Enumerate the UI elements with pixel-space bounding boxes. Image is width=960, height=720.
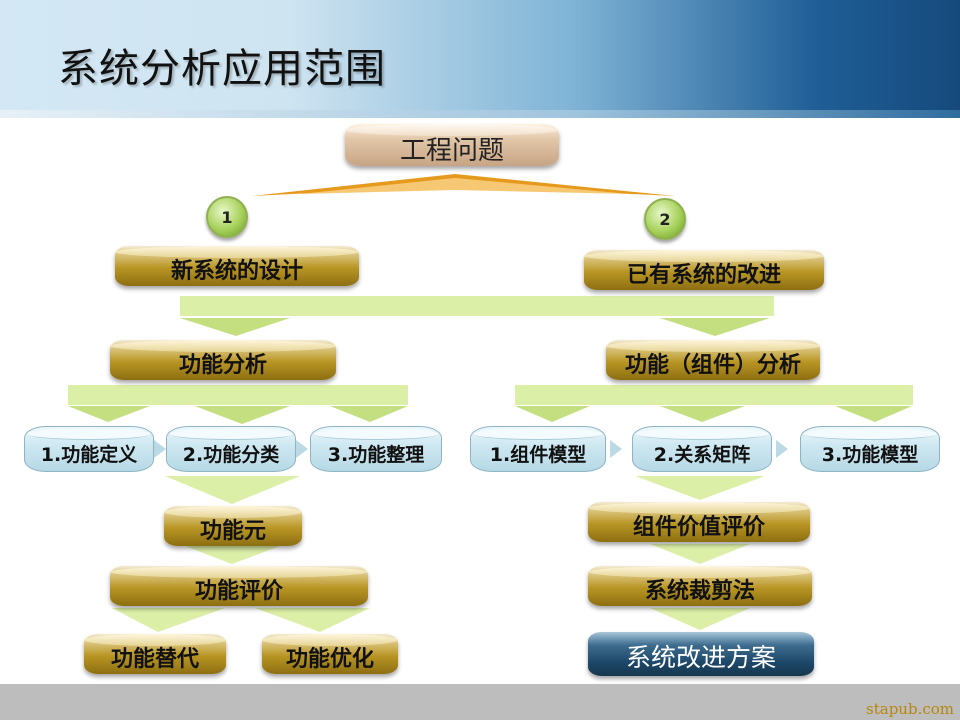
watermark: stapub.com bbox=[866, 700, 954, 718]
left-disk-organization: 3.功能整理 bbox=[310, 426, 442, 472]
function-element-label: 功能元 bbox=[199, 519, 266, 544]
left-disk-classification-label: 2.功能分类 bbox=[182, 443, 280, 466]
right-disk-function-model-label: 3.功能模型 bbox=[821, 443, 919, 466]
function-optimization-node: 功能优化 bbox=[262, 634, 398, 674]
right-disk-relation-matrix: 2.关系矩阵 bbox=[632, 426, 772, 472]
footer-bar bbox=[0, 684, 960, 720]
improvement-plan-node: 系统改进方案 bbox=[588, 632, 814, 676]
slide-title: 系统分析应用范围 bbox=[58, 46, 386, 92]
arrow-to-value-eval bbox=[635, 476, 765, 500]
arrow-to-trimming bbox=[650, 544, 750, 564]
function-analysis-label: 功能分析 bbox=[178, 353, 267, 378]
arrow-to-plan bbox=[650, 608, 750, 630]
component-value-evaluation-label: 组件价值评价 bbox=[632, 515, 765, 540]
function-replacement-label: 功能替代 bbox=[110, 647, 199, 672]
header-banner bbox=[0, 0, 960, 118]
header-stripe bbox=[0, 110, 960, 118]
top-connector-bar bbox=[180, 296, 774, 316]
split-arrow-highlight bbox=[300, 178, 630, 194]
system-trimming-label: 系统裁剪法 bbox=[644, 579, 755, 604]
arrow-to-func-analysis bbox=[180, 318, 290, 336]
improvement-plan-label: 系统改进方案 bbox=[625, 643, 776, 672]
engineering-problem-label: 工程问题 bbox=[399, 135, 504, 166]
function-element-node: 功能元 bbox=[164, 506, 302, 546]
chevron-right-1 bbox=[610, 440, 622, 458]
system-trimming-node: 系统裁剪法 bbox=[588, 566, 812, 606]
left-disk-organization-label: 3.功能整理 bbox=[327, 443, 425, 466]
component-value-evaluation-node: 组件价值评价 bbox=[588, 502, 810, 542]
right-disk-relation-matrix-label: 2.关系矩阵 bbox=[653, 443, 751, 466]
arrow-to-func-element bbox=[165, 476, 300, 504]
function-replacement-node: 功能替代 bbox=[84, 634, 226, 674]
function-evaluation-label: 功能评价 bbox=[194, 579, 283, 604]
badge-2: 2 bbox=[644, 198, 686, 240]
right-connector-bar bbox=[515, 385, 913, 405]
left-connector-bar bbox=[68, 385, 408, 405]
right-disk-function-model: 3.功能模型 bbox=[800, 426, 940, 472]
existing-system-improvement-node: 已有系统的改进 bbox=[584, 250, 824, 290]
function-optimization-label: 功能优化 bbox=[285, 647, 374, 672]
chevron-left-1 bbox=[154, 440, 166, 458]
arrow-to-component-analysis bbox=[660, 318, 770, 336]
left-disk-definition-label: 1.功能定义 bbox=[40, 443, 138, 466]
left-disk-classification: 2.功能分类 bbox=[166, 426, 296, 472]
arrow-left-disk-3 bbox=[330, 406, 408, 422]
existing-system-improvement-label: 已有系统的改进 bbox=[626, 263, 781, 288]
chevron-right-2 bbox=[776, 440, 788, 458]
chevron-left-2 bbox=[296, 440, 308, 458]
badge-1: 1 bbox=[206, 196, 248, 238]
arrow-right-disk-2 bbox=[660, 406, 745, 422]
engineering-problem-node: 工程问题 bbox=[345, 124, 559, 166]
right-disk-component-model: 1.组件模型 bbox=[470, 426, 606, 472]
component-analysis-node: 功能（组件）分析 bbox=[606, 340, 820, 380]
arrow-to-func-replace bbox=[112, 608, 225, 632]
new-system-design-label: 新系统的设计 bbox=[170, 259, 303, 284]
arrow-to-func-optimize bbox=[255, 608, 370, 632]
left-disk-definition: 1.功能定义 bbox=[24, 426, 154, 472]
function-evaluation-node: 功能评价 bbox=[110, 566, 368, 606]
arrow-right-disk-1 bbox=[515, 406, 590, 422]
right-disk-component-model-label: 1.组件模型 bbox=[489, 443, 587, 466]
arrow-to-func-eval bbox=[185, 546, 280, 564]
arrow-right-disk-3 bbox=[835, 406, 912, 422]
new-system-design-node: 新系统的设计 bbox=[115, 246, 359, 286]
component-analysis-label: 功能（组件）分析 bbox=[624, 353, 801, 378]
arrow-left-disk-2 bbox=[195, 406, 290, 424]
function-analysis-node: 功能分析 bbox=[110, 340, 336, 380]
arrow-left-disk-1 bbox=[68, 406, 150, 422]
